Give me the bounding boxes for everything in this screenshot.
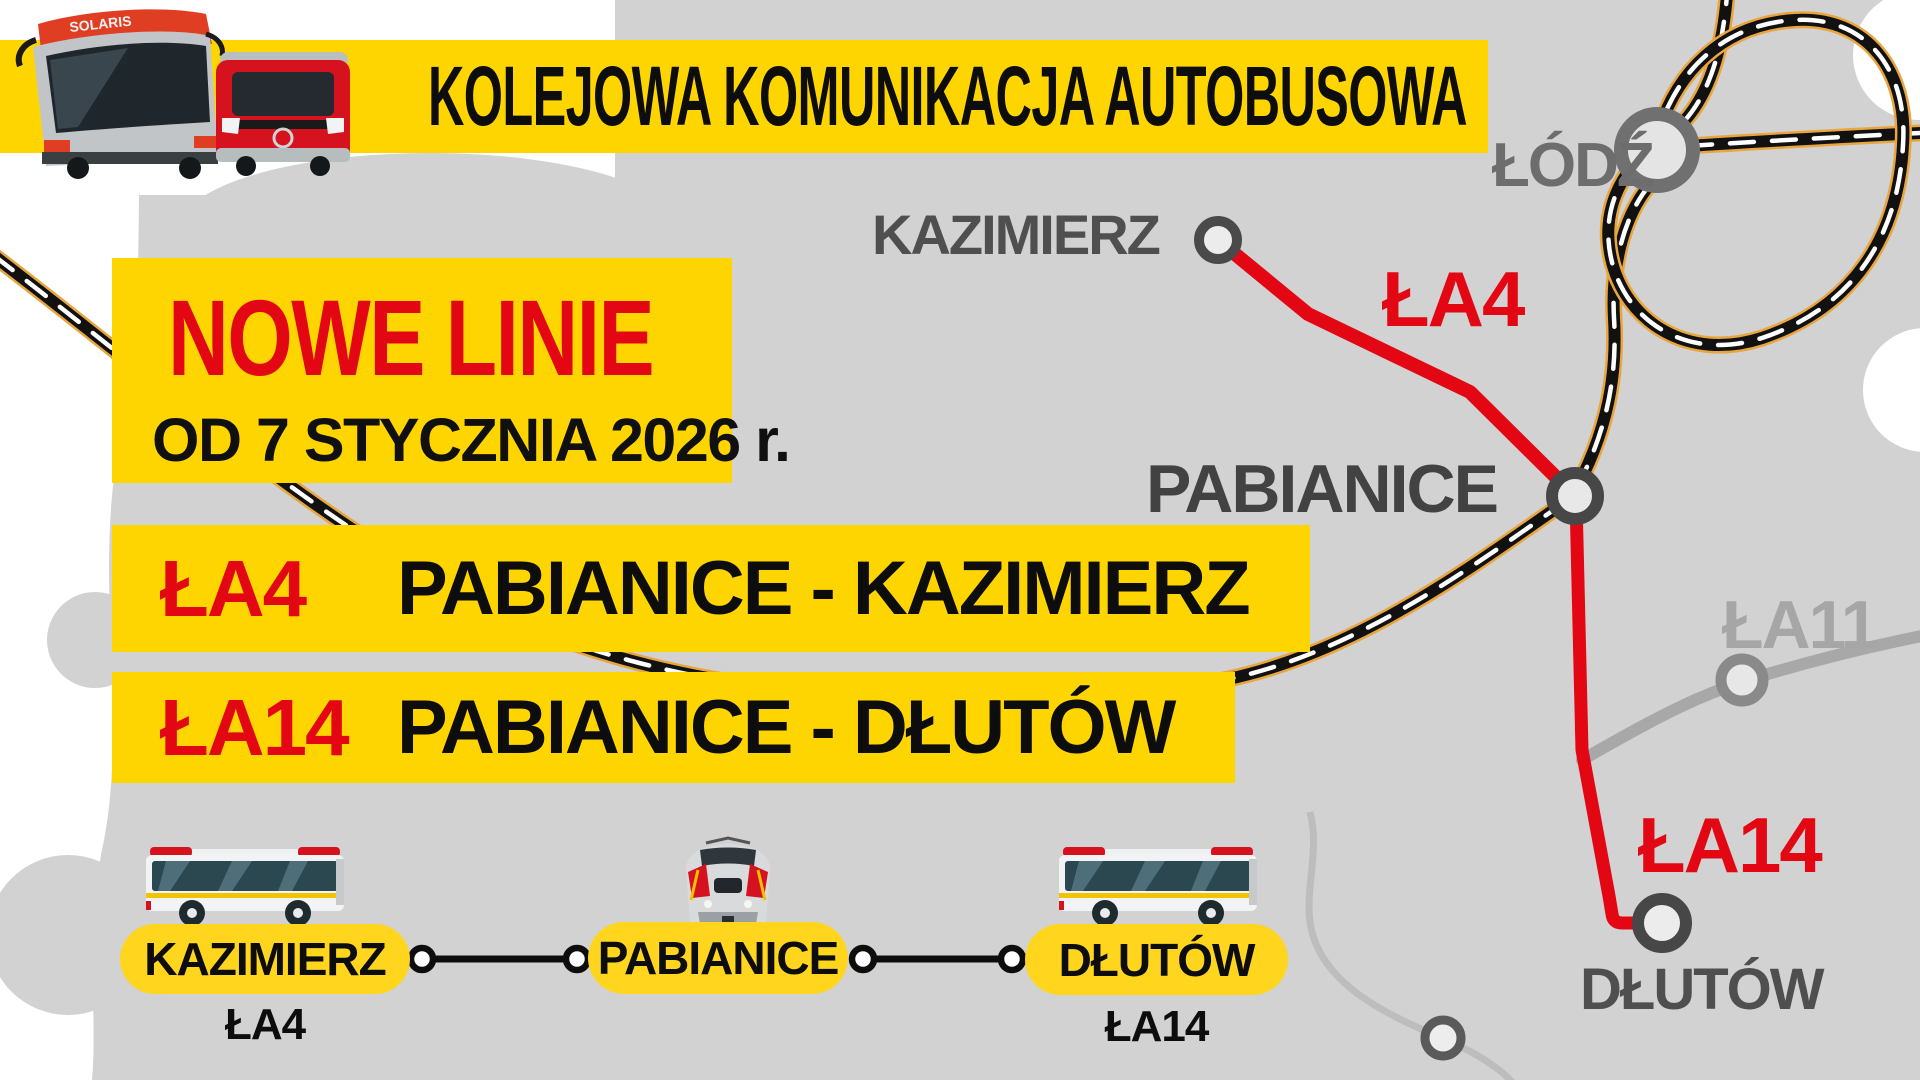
stop-pill-kazimierz: KAZIMIERZ [120,924,410,994]
line-route-la14: PABIANICE - DŁUTÓW [397,685,1176,770]
node-pabianice [1546,467,1604,525]
stop-pill-pabianice: PABIANICE [588,922,848,994]
node-lodz [1614,107,1700,193]
map-label-route-la14: ŁA14 [1638,801,1823,889]
red-minibus-art [216,52,350,176]
node-la11 [1715,653,1769,707]
bus-brand-text: SOLARIS [69,13,133,35]
river-line [1305,811,1516,1080]
solaris-bus-art: SOLARIS [15,9,225,179]
line-route-la4: PABIANICE - KAZIMIERZ [397,546,1251,631]
node-dlutow [1632,893,1692,953]
map-label-pabianice: PABIANICE [1146,451,1499,527]
bus-icon [146,847,344,926]
route-la14-line [1569,493,1665,930]
route-la4-line [1211,233,1580,501]
stop-pill-dlutow: DŁUTÓW [1025,924,1288,995]
node-river [1420,1015,1466,1061]
map-label-kazimierz: KAZIMIERZ [872,203,1161,266]
title-banner: KOLEJOWA KOMUNIKACJA AUTOBUSOWA [0,40,1488,153]
line-id-la14: ŁA14 [160,682,350,772]
line-row-la14: ŁA14 PABIANICE - DŁUTÓW [112,672,1235,783]
train-icon [686,836,770,927]
promo-headline: NOWE LINIE [168,277,655,398]
bus-icon [1059,847,1257,926]
map-label-route-la4: ŁA4 [1382,255,1525,343]
map-label-lodz: ŁÓDŹ [1492,131,1655,200]
stop-caption-la4: ŁA4 [224,1000,306,1049]
promo-box: NOWE LINIE OD 7 STYCZNIA 2026 r. [112,258,791,483]
node-kazimierz [1194,216,1242,264]
line-id-la4: ŁA4 [160,543,307,633]
poster-title: KOLEJOWA KOMUNIKACJA AUTOBUSOWA [428,49,1467,143]
buses-photo: SOLARIS [15,9,350,179]
line-row-la4: ŁA4 PABIANICE - KAZIMIERZ [112,525,1310,652]
map-label-dlutow: DŁUTÓW [1580,957,1824,1022]
stop-caption-la14: ŁA14 [1104,1002,1210,1051]
promo-date: OD 7 STYCZNIA 2026 r. [152,406,791,474]
map-label-route-la11: ŁA11 [1722,587,1879,663]
